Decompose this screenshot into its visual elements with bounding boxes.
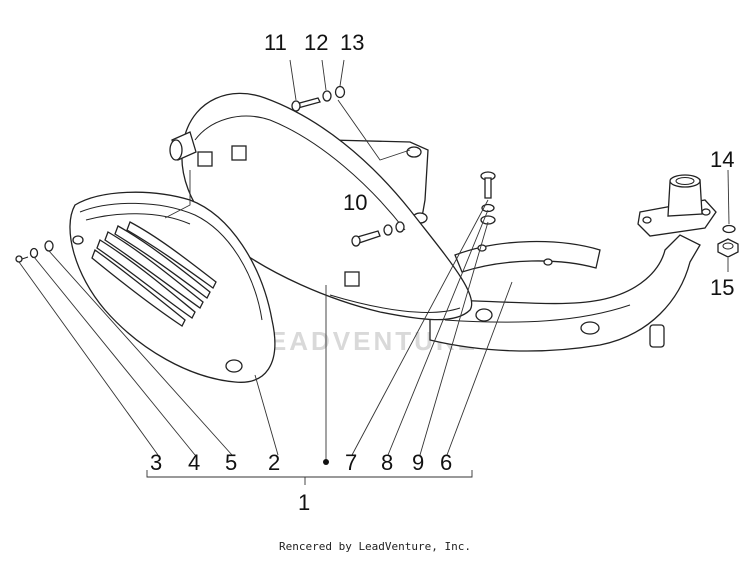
muffler-spacer-part[interactable] — [334, 85, 346, 99]
muffler-body-part[interactable] — [169, 92, 473, 321]
callout-9[interactable]: 9 — [412, 450, 424, 475]
muffler-screw-part[interactable] — [291, 97, 321, 112]
cover-washer-part[interactable] — [29, 247, 39, 259]
part-1-marker-dot — [323, 459, 329, 465]
callout-1[interactable]: 1 — [298, 490, 310, 515]
bracket-screw-part[interactable] — [351, 221, 405, 247]
callout-8[interactable]: 8 — [381, 450, 393, 475]
exhaust-pipe-part[interactable] — [429, 174, 717, 352]
callout-7[interactable]: 7 — [345, 450, 357, 475]
callout-5[interactable]: 5 — [225, 450, 237, 475]
callout-10[interactable]: 10 — [343, 190, 367, 215]
callout-13[interactable]: 13 — [340, 30, 364, 55]
callout-2[interactable]: 2 — [268, 450, 280, 475]
pipe-screw-part[interactable] — [480, 171, 496, 199]
callout-12[interactable]: 12 — [304, 30, 328, 55]
flange-nut-part[interactable] — [717, 238, 739, 258]
callout-14[interactable]: 14 — [710, 147, 734, 172]
cover-screw-part[interactable] — [15, 255, 29, 263]
leader-lines — [18, 59, 730, 485]
heat-shield-part[interactable] — [69, 191, 276, 383]
callout-4[interactable]: 4 — [188, 450, 200, 475]
callout-3[interactable]: 3 — [150, 450, 162, 475]
muffler-washer-part[interactable] — [322, 90, 332, 102]
callout-6[interactable]: 6 — [440, 450, 452, 475]
mounting-strap-part[interactable] — [454, 240, 601, 273]
footer-credit: Rencered by LeadVenture, Inc. — [278, 540, 472, 553]
cover-grommet-part[interactable] — [44, 240, 54, 252]
flange-washer-part[interactable] — [722, 224, 736, 234]
callout-15[interactable]: 15 — [710, 275, 734, 300]
callout-11[interactable]: 11 — [264, 30, 287, 55]
